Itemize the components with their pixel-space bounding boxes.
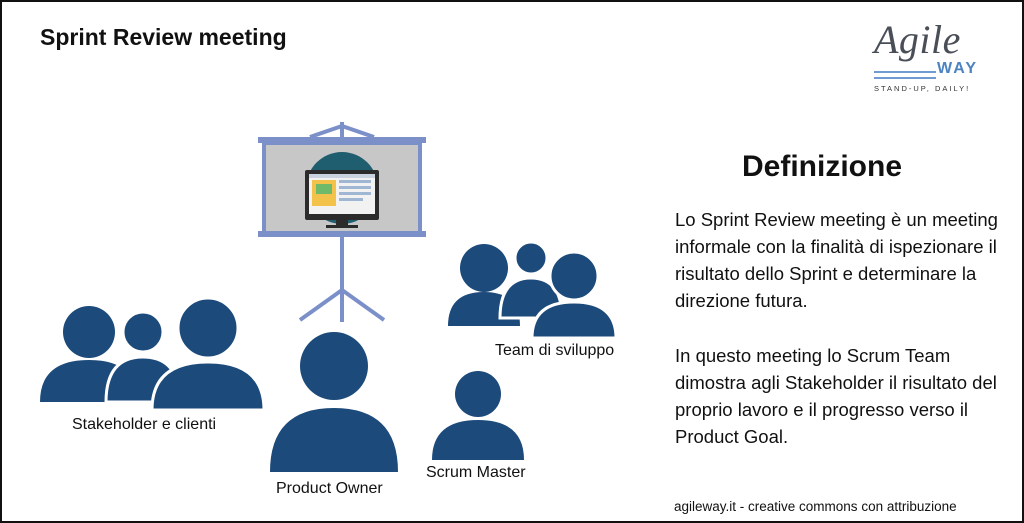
logo-stripe [874,71,936,73]
definition-heading: Definizione [742,150,903,183]
footer-credit: agileway.it - creative commons con attri… [674,499,957,514]
definition-paragraph-1: Lo Sprint Review meeting è un meeting in… [675,209,998,311]
logo-stripe [874,77,936,79]
definition-paragraph-2: In questo meeting lo Scrum Team dimostra… [675,345,997,447]
scrum-master-label: Scrum Master [426,464,526,481]
person-icon [530,250,618,340]
person-icon [432,371,524,460]
stakeholders-group [40,296,266,412]
stakeholders-label: Stakeholder e clienti [72,416,217,433]
logo-tagline: STAND-UP, DAILY! [874,84,971,93]
logo-agile-text: Agile [874,17,961,62]
product-owner-person [270,332,398,472]
board-top-bar [258,137,426,143]
presentation-board-icon [258,122,426,322]
board-stand [298,237,386,322]
dev-team-label: Team di sviluppo [495,342,615,359]
board-bottom-bar [258,231,426,237]
person-icon [270,332,398,472]
logo-way-text: WAY [937,60,978,77]
person-icon [150,296,266,412]
agileway-logo: Agile WAY STAND-UP, DAILY! [870,16,990,100]
dev-team-group [448,240,618,340]
board-top-hook [309,122,375,139]
scrum-master-person [432,371,524,460]
product-owner-label: Product Owner [276,480,383,497]
monitor-icon [305,170,379,228]
page-title: Sprint Review meeting [40,24,287,50]
